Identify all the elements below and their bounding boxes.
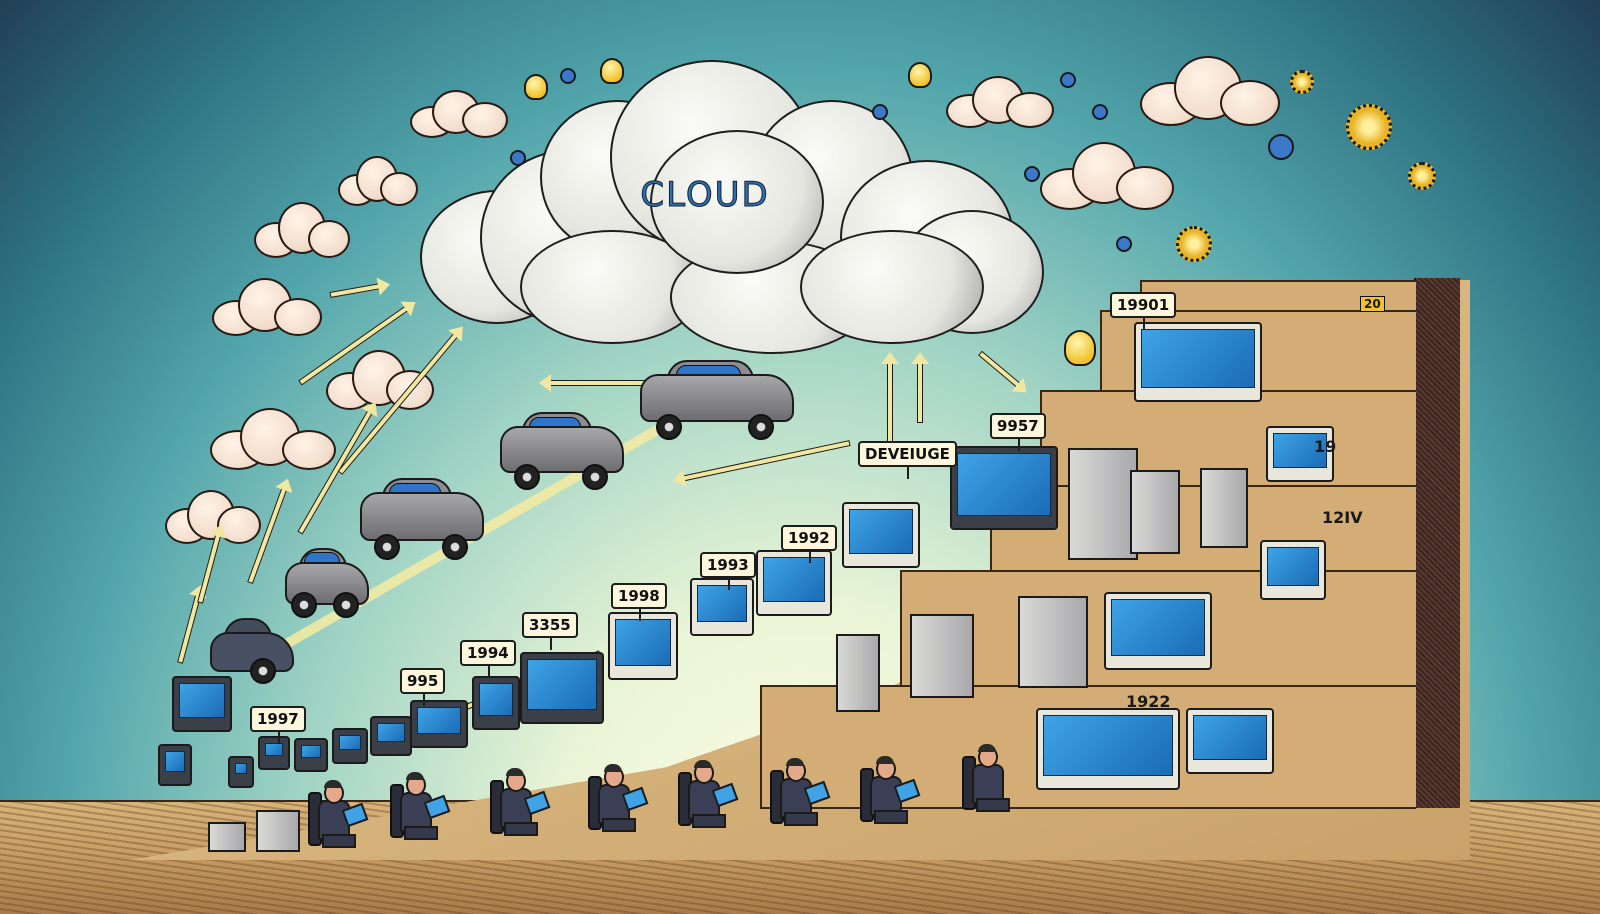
year-tag-1992: 1992 (781, 525, 837, 563)
small-cloud (1040, 142, 1174, 210)
monitor (1104, 592, 1212, 670)
crt-monitor (520, 652, 604, 724)
desktop-tower (208, 822, 246, 852)
seated-person (962, 744, 1028, 822)
gear-icon (1176, 226, 1212, 262)
small-device (370, 716, 412, 756)
laptop (172, 676, 232, 732)
small-cloud (338, 156, 418, 206)
small-cloud (254, 202, 350, 258)
year-tag-19901: 19901 (1110, 292, 1177, 330)
small-cloud (210, 408, 336, 470)
network-node-icon (560, 68, 576, 84)
imac-monitor (1036, 708, 1180, 790)
network-node-icon (1024, 166, 1040, 182)
year-tag-1993: 1993 (700, 552, 756, 590)
floor-label-1922: 1922 (1126, 692, 1171, 711)
small-device (228, 756, 254, 788)
monitor (950, 446, 1058, 530)
desktop-tower (256, 810, 300, 852)
network-node-icon (1116, 236, 1132, 252)
gear-icon (1408, 162, 1436, 190)
floor-label-20: 20 (1360, 296, 1385, 312)
year-tag-995: 995 (400, 668, 446, 706)
vintage-car (500, 412, 624, 490)
small-device (332, 728, 368, 764)
arrow-icon (887, 361, 893, 453)
lightbulb-icon (1064, 330, 1096, 366)
seated-person (390, 772, 451, 840)
small-device (294, 738, 328, 772)
desktop-tower (910, 614, 974, 698)
network-node-icon (1092, 104, 1108, 120)
arrow-icon (917, 361, 923, 423)
vintage-car (360, 478, 484, 560)
small-cloud (212, 278, 322, 336)
year-tag-3355: 3355 (522, 612, 578, 650)
small-device (258, 736, 290, 770)
vintage-car (285, 548, 369, 618)
seated-person (308, 780, 369, 848)
small-cloud (326, 350, 434, 410)
small-cloud (1140, 56, 1280, 126)
cloud-label: CLOUD (640, 175, 770, 216)
gear-icon (1346, 104, 1392, 150)
laptop (690, 578, 754, 636)
year-tag-9957: 9957 (990, 413, 1046, 451)
signpost-label: DEVEIUGE (858, 441, 957, 479)
seated-person (860, 756, 921, 824)
lightbulb-icon (908, 62, 932, 88)
lightbulb-icon (600, 58, 624, 84)
main-cloud (420, 60, 1044, 354)
small-cloud (410, 88, 508, 138)
monitor (1266, 426, 1334, 482)
year-tag-1994: 1994 (460, 640, 516, 678)
floor-label-12iv: 12IV (1322, 508, 1363, 527)
seated-person (770, 758, 831, 826)
monitor (1186, 708, 1274, 774)
seated-person (678, 760, 739, 828)
network-node-icon (1268, 134, 1294, 160)
monitor (842, 502, 920, 568)
network-node-icon (872, 104, 888, 120)
gear-icon (1290, 70, 1314, 94)
desktop-tower (836, 634, 880, 712)
seated-person (588, 764, 649, 832)
robot-vehicle (210, 618, 294, 684)
year-tag-1997: 1997 (250, 706, 306, 744)
year-tag-1998: 1998 (611, 583, 667, 621)
monitor (1260, 540, 1326, 600)
monitor (756, 550, 832, 616)
crt-monitor (410, 700, 468, 748)
desktop-tower (1200, 468, 1248, 548)
vintage-car (640, 360, 794, 440)
seated-person (490, 768, 551, 836)
small-cloud (946, 76, 1054, 128)
lightbulb-icon (524, 74, 548, 100)
small-device (158, 744, 192, 786)
staircase-wall (1414, 278, 1460, 808)
monitor (1134, 322, 1262, 402)
monitor (608, 612, 678, 680)
network-node-icon (510, 150, 526, 166)
crt-monitor (472, 676, 520, 730)
desktop-tower (1130, 470, 1180, 554)
desktop-tower (1068, 448, 1138, 560)
network-node-icon (1060, 72, 1076, 88)
desktop-tower (1018, 596, 1088, 688)
floor-label-19: 19 (1314, 437, 1337, 456)
small-cloud (165, 490, 261, 544)
